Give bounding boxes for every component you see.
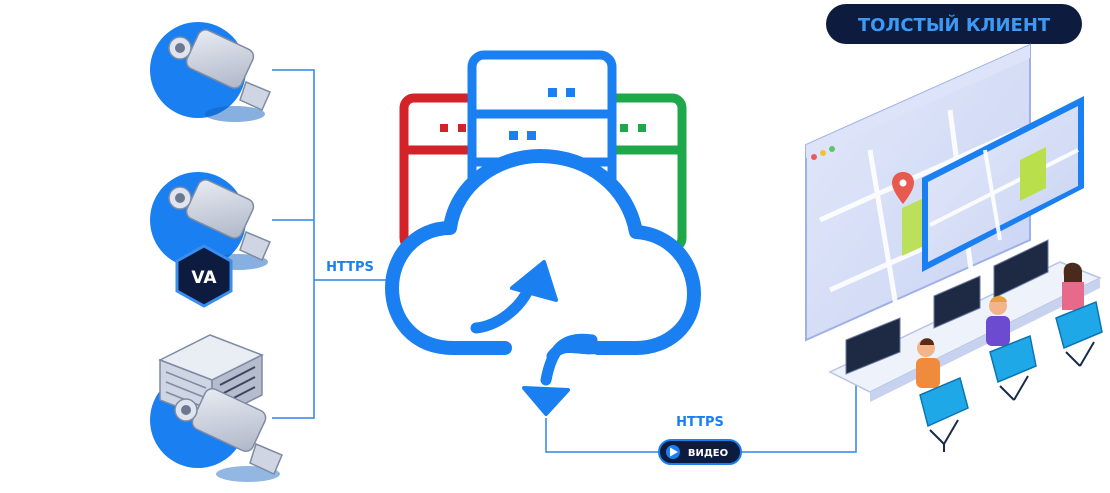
sync-arrow-icon <box>470 260 604 416</box>
camera-3-icon <box>174 387 283 482</box>
operator-2 <box>986 296 1010 346</box>
video-badge-label: ВИДЕО <box>688 448 728 459</box>
secondary-map-screen <box>922 96 1084 272</box>
window-dot-green <box>829 146 835 152</box>
camera-connection-lines <box>272 69 388 419</box>
client-workspace <box>805 43 1103 452</box>
video-badge: ВИДЕО <box>658 439 742 465</box>
thick-client-badge: ТОЛСТЫЙ КЛИЕНТ <box>826 4 1082 44</box>
map-pin-icon <box>892 172 914 204</box>
bottom-https-label: HTTPS <box>676 415 724 430</box>
thick-client-label: ТОЛСТЫЙ КЛИЕНТ <box>858 14 1051 36</box>
camera-1 <box>150 22 271 122</box>
window-dot-yellow <box>820 150 826 156</box>
window-dot-red <box>811 154 817 160</box>
operator-monitors <box>845 239 1049 375</box>
camera-1-icon <box>168 29 271 122</box>
operator-chairs <box>919 300 1103 452</box>
va-badge: VA <box>175 244 233 308</box>
big-map-screen <box>805 43 1031 342</box>
va-badge-label: VA <box>191 268 217 288</box>
cloud-icon <box>385 149 701 355</box>
operator-3 <box>1062 262 1084 310</box>
left-https-label: HTTPS <box>326 260 374 275</box>
camera-2: VA <box>150 172 271 308</box>
camera-3 <box>150 334 283 482</box>
